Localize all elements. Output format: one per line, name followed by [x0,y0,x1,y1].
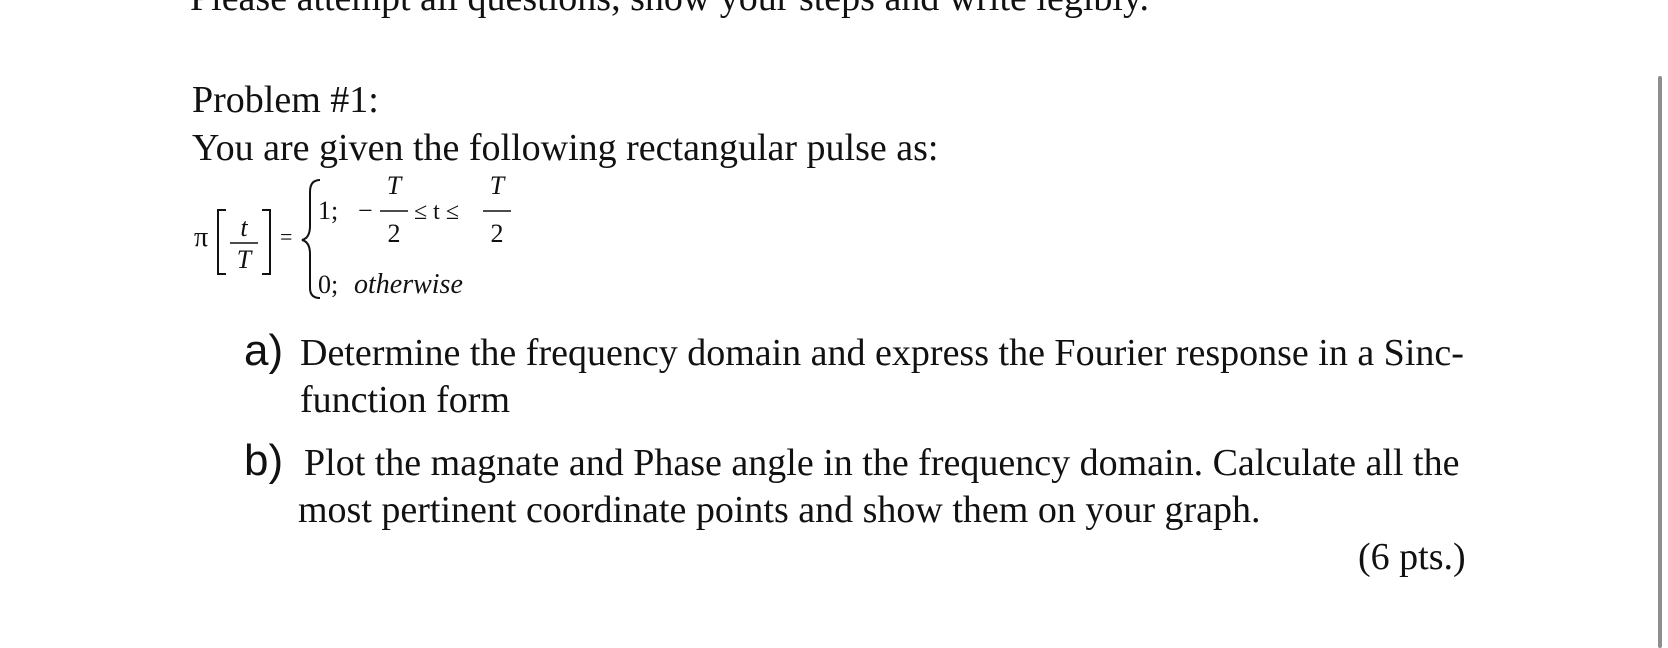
case1-middle: ≤ t ≤ [414,199,459,225]
case1-minus: − [358,196,373,225]
left-bracket [217,209,226,275]
formula-pi: π [194,222,208,253]
right-bracket [262,209,271,275]
case1-left-denominator: 2 [388,219,401,248]
item-b-line1: Plot the magnate and Phase angle in the … [304,442,1460,484]
equals-sign: = [280,224,292,249]
formula-graphic: π t T = 1; − T 2 ≤ t ≤ T 2 0; otherwise [194,171,511,300]
case2-value: 0; [318,270,338,299]
item-a-marker: a) [244,326,284,375]
cases-brace [301,179,321,299]
case1-right-denominator: 2 [491,219,504,248]
arg-denominator: T [237,245,253,274]
case1-value: 1; [318,196,338,225]
item-a-line2: function form [300,379,511,421]
problem-intro: You are given the following rectangular … [192,127,939,169]
case1-left-numerator: T [387,171,403,200]
item-b-line2: most pertinent coordinate points and sho… [298,489,1261,531]
rect-pulse-formula: π t T = 1; − T 2 ≤ t ≤ T 2 0; otherwise [192,171,572,316]
problem-title: Problem #1: [192,79,379,121]
instructions-line: Please attempt all questions, show your … [190,0,1149,20]
case2-condition: otherwise [354,269,463,300]
item-a-line1: Determine the frequency domain and expre… [300,332,1464,374]
vertical-scrollbar[interactable] [1658,76,1662,648]
arg-numerator: t [240,213,248,242]
case1-right-numerator: T [490,171,506,200]
points-value: (6 pts.) [1358,536,1466,578]
item-b-marker: b) [244,436,284,485]
